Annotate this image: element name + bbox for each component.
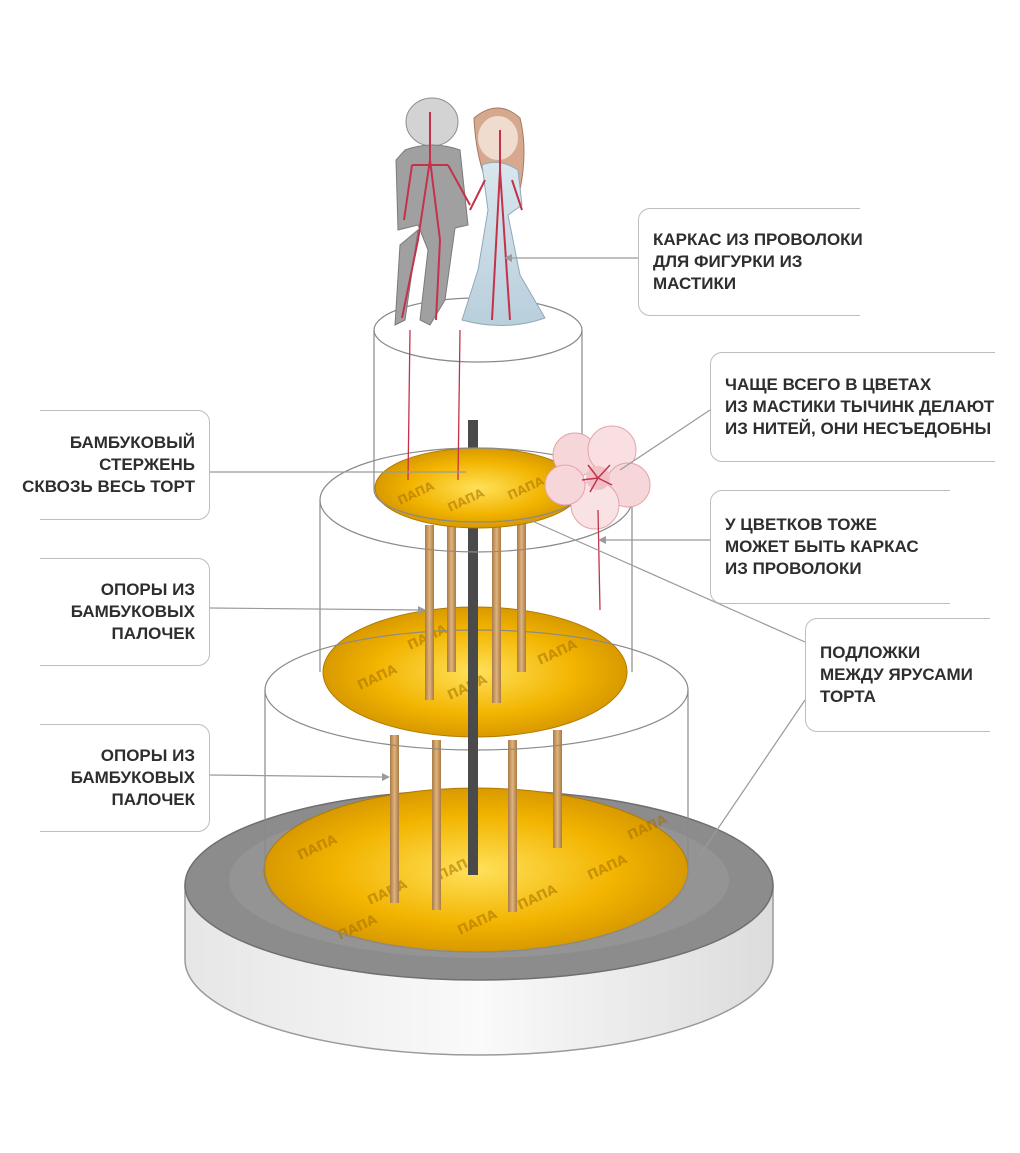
callout-line: ОПОРЫ ИЗ — [100, 746, 195, 765]
central-bamboo-rod — [468, 420, 478, 875]
callout-flower-wire: У ЦВЕТКОВ ТОЖЕ МОЖЕТ БЫТЬ КАРКАС ИЗ ПРОВ… — [710, 490, 950, 604]
callout-line: ИЗ МАСТИКИ ТЫЧИНК ДЕЛАЮТ — [725, 397, 995, 416]
callout-line: КАРКАС ИЗ ПРОВОЛОКИ — [653, 230, 863, 249]
callout-wire-figurine: КАРКАС ИЗ ПРОВОЛОКИ ДЛЯ ФИГУРКИ ИЗ МАСТИ… — [638, 208, 863, 316]
callout-supports-lower: ОПОРЫ ИЗ БАМБУКОВЫХ ПАЛОЧЕК — [40, 724, 210, 832]
callout-line: БАМБУКОВЫХ — [70, 768, 195, 787]
callout-line: ПОДЛОЖКИ — [820, 643, 921, 662]
callout-line: ИЗ ПРОВОЛОКИ — [725, 559, 862, 578]
callout-line: БАМБУКОВЫЙ — [69, 433, 195, 452]
callout-line: СКВОЗЬ ВЕСЬ ТОРТ — [22, 477, 195, 496]
bride-figurine — [461, 107, 546, 326]
callout-boards: ПОДЛОЖКИ МЕЖДУ ЯРУСАМИ ТОРТА — [805, 618, 990, 732]
callout-bamboo-rod: БАМБУКОВЫЙ СТЕРЖЕНЬ СКВОЗЬ ВЕСЬ ТОРТ — [22, 410, 210, 520]
callout-line: ОПОРЫ ИЗ — [100, 580, 195, 599]
board-top: ПАПА ПАПА ПАПА — [374, 447, 582, 529]
callout-line: БАМБУКОВЫХ — [70, 602, 195, 621]
callout-line: ТОРТА — [820, 687, 876, 706]
callout-line: МАСТИКИ — [653, 274, 737, 293]
leader-lines — [209, 257, 806, 856]
callout-line: ПАЛОЧЕК — [111, 790, 195, 809]
callout-line: ДЛЯ ФИГУРКИ ИЗ — [653, 252, 803, 271]
callout-line: МЕЖДУ ЯРУСАМИ — [820, 665, 973, 684]
supports-lower-dowels — [390, 730, 562, 912]
callout-line: ЧАЩЕ ВСЕГО В ЦВЕТАХ — [725, 375, 932, 394]
callout-line: МОЖЕТ БЫТЬ КАРКАС — [725, 537, 919, 556]
callout-line: У ЦВЕТКОВ ТОЖЕ — [725, 515, 877, 534]
figurine-wire-legs — [407, 329, 461, 481]
callout-line: ПАЛОЧЕК — [111, 624, 195, 643]
callout-line: ИЗ НИТЕЙ, ОНИ НЕСЪЕДОБНЫ — [725, 419, 992, 438]
leader-arrowheads — [382, 254, 606, 781]
callout-supports-upper: ОПОРЫ ИЗ БАМБУКОВЫХ ПАЛОЧЕК — [40, 558, 210, 666]
tier-bottom — [264, 690, 689, 953]
groom-figurine — [394, 97, 471, 326]
callout-stamens: ЧАЩЕ ВСЕГО В ЦВЕТАХ ИЗ МАСТИКИ ТЫЧИНК ДЕ… — [710, 352, 995, 462]
callout-line: СТЕРЖЕНЬ — [99, 455, 195, 474]
sugar-flower-icon — [544, 425, 651, 611]
supports-upper-dowels — [425, 522, 526, 703]
